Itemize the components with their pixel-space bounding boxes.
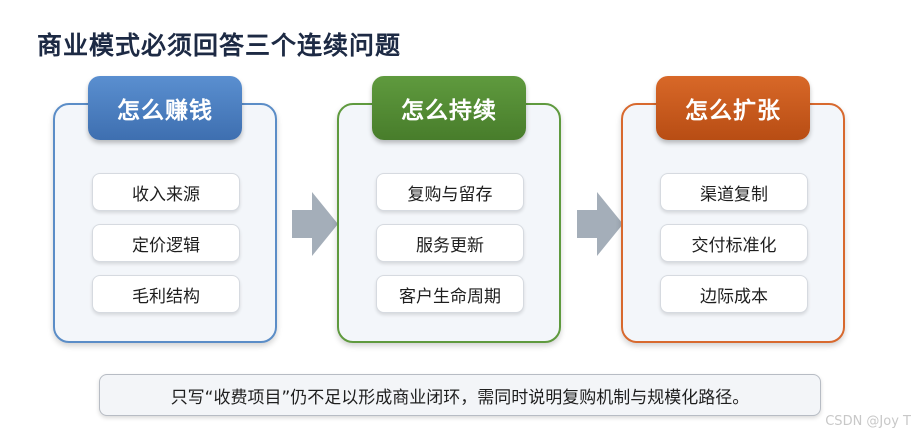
item-pricing-logic: 定价逻辑 <box>92 224 240 262</box>
header-sustain: 怎么持续 <box>372 76 526 140</box>
item-margin-structure: 毛利结构 <box>92 275 240 313</box>
item-service-update: 服务更新 <box>376 224 524 262</box>
footer-note: 只写“收费项目”仍不足以形成商业闭环，需同时说明复购机制与规模化路径。 <box>99 374 821 416</box>
header-make-money: 怎么赚钱 <box>88 76 242 140</box>
diagram-title: 商业模式必须回答三个连续问题 <box>37 31 402 60</box>
header-expand: 怎么扩张 <box>656 76 810 140</box>
item-channel-replication: 渠道复制 <box>660 173 808 211</box>
item-revenue-source: 收入来源 <box>92 173 240 211</box>
item-customer-lifecycle: 客户生命周期 <box>376 275 524 313</box>
item-repurchase-retention: 复购与留存 <box>376 173 524 211</box>
arrow-right-icon <box>577 192 623 256</box>
item-delivery-standardization: 交付标准化 <box>660 224 808 262</box>
watermark: CSDN @Joy T <box>825 414 911 429</box>
arrow-right-icon <box>292 192 338 256</box>
item-marginal-cost: 边际成本 <box>660 275 808 313</box>
